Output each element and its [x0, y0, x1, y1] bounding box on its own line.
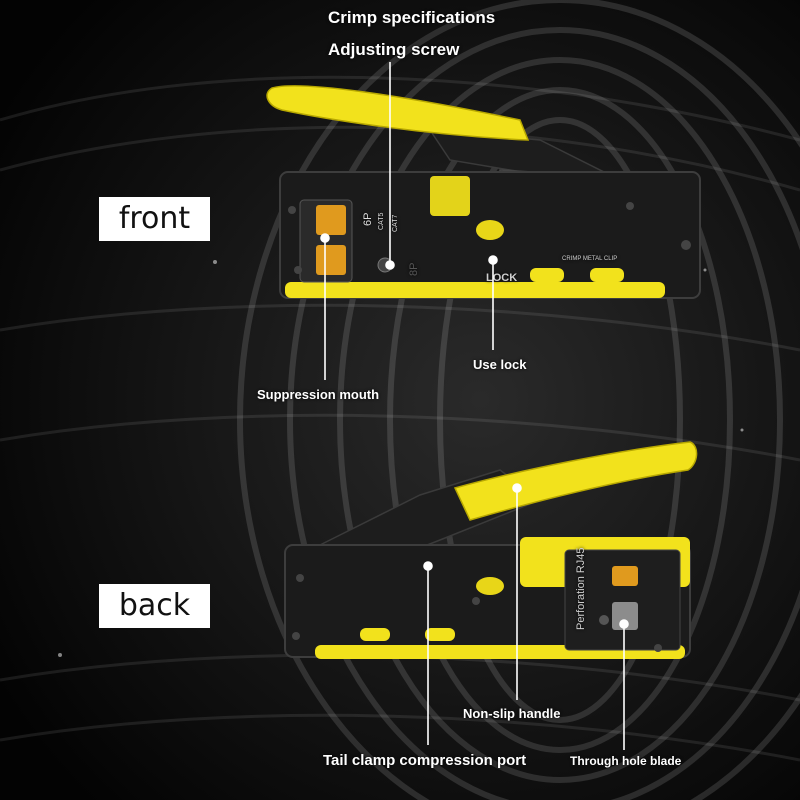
front-side-label: front [99, 197, 210, 241]
non-slip-handle-label: Non-slip handle [463, 706, 561, 721]
crimp-specifications-label: Crimp specifications [328, 8, 496, 27]
tail-clamp-compression-port-label: Tail clamp compression port [323, 752, 527, 769]
use-lock-label: Use lock [473, 357, 527, 372]
back-side-label: back [99, 584, 210, 628]
through-hole-blade-label: Through hole blade [570, 754, 682, 768]
suppression-mouth-label: Suppression mouth [257, 387, 380, 402]
adjusting-screw-label: Adjusting screw [328, 40, 460, 59]
marking-perforation-rj45: Perforation RJ45 [575, 547, 587, 630]
marking-crimp-metal-clip: CRIMP METAL CLIP [562, 256, 618, 262]
